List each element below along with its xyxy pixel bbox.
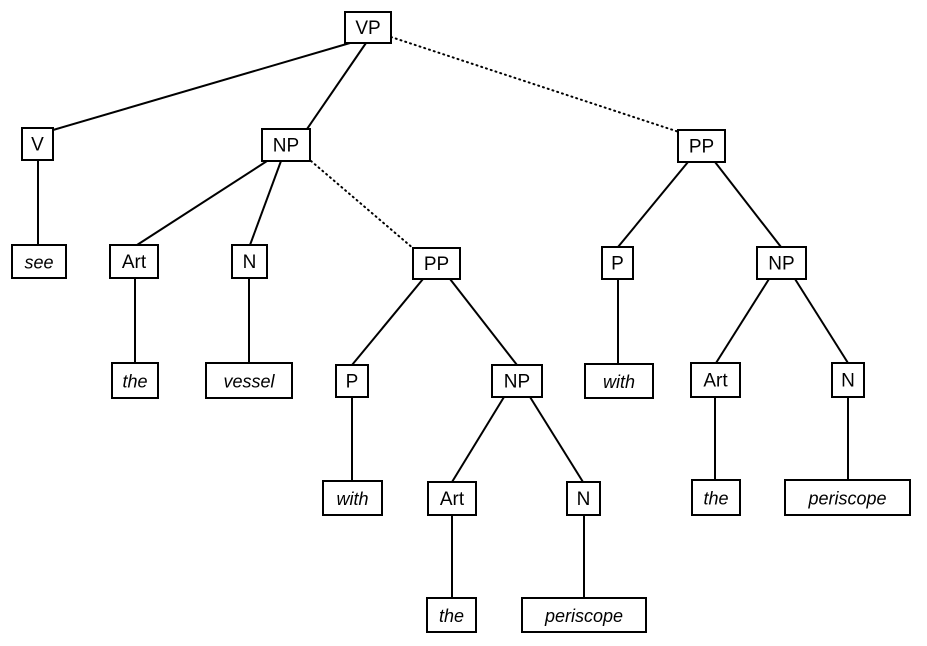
tree-node-n1[interactable]: N xyxy=(231,244,268,279)
tree-node-art_rgt[interactable]: Art xyxy=(690,362,741,398)
tree-node-the_mid[interactable]: the xyxy=(426,597,477,633)
node-box-the1 xyxy=(111,362,159,399)
tree-node-pp_mid[interactable]: PP xyxy=(412,247,461,280)
node-label-the_mid: the xyxy=(439,606,464,626)
node-box-np_right xyxy=(756,246,807,280)
node-label-v: V xyxy=(31,135,44,156)
tree-node-vp[interactable]: VP xyxy=(344,11,392,44)
tree-node-n_mid[interactable]: N xyxy=(566,481,601,516)
tree-edge-pp-rgt-np xyxy=(714,161,782,248)
node-box-peri_rgt xyxy=(784,479,911,516)
tree-node-peri_rgt[interactable]: periscope xyxy=(784,479,911,516)
tree-edge-pp-rgt-p xyxy=(617,161,689,248)
node-box-art1 xyxy=(109,244,159,279)
node-box-with_rgt xyxy=(584,363,654,399)
node-label-n_mid: N xyxy=(577,489,591,510)
node-box-np_mid xyxy=(491,364,543,398)
node-label-art1: Art xyxy=(122,252,147,273)
tree-edge-vp-v xyxy=(52,42,351,131)
tree-edge-np1-art1 xyxy=(136,160,268,246)
tree-node-p_right[interactable]: P xyxy=(601,246,634,280)
node-box-the_rgt xyxy=(691,479,741,516)
node-box-n1 xyxy=(231,244,268,279)
node-box-pp_mid xyxy=(412,247,461,280)
node-box-with_mid xyxy=(322,480,383,516)
node-label-np1: NP xyxy=(273,136,299,157)
node-label-peri_mid: periscope xyxy=(544,606,623,626)
tree-node-v[interactable]: V xyxy=(21,127,54,161)
node-label-pp_right: PP xyxy=(689,137,714,158)
tree-edge-np-rgt-art xyxy=(715,278,770,364)
node-label-art_mid: Art xyxy=(440,489,465,510)
node-box-v xyxy=(21,127,54,161)
tree-node-vessel[interactable]: vessel xyxy=(205,362,293,399)
node-label-np_right: NP xyxy=(768,254,794,275)
node-label-np_mid: NP xyxy=(504,372,530,393)
node-label-n1: N xyxy=(243,252,257,273)
edge-layer xyxy=(37,36,849,598)
tree-node-with_mid[interactable]: with xyxy=(322,480,383,516)
node-box-art_rgt xyxy=(690,362,741,398)
node-label-p_mid: P xyxy=(346,372,359,393)
node-label-peri_rgt: periscope xyxy=(807,489,886,509)
node-label-vp: VP xyxy=(355,18,380,39)
tree-edge-np-rgt-n xyxy=(794,278,849,364)
node-box-n_rgt xyxy=(831,362,865,398)
tree-node-the_rgt[interactable]: the xyxy=(691,479,741,516)
tree-edge-np1-n1 xyxy=(249,160,282,246)
tree-node-art1[interactable]: Art xyxy=(109,244,159,279)
tree-node-the1[interactable]: the xyxy=(111,362,159,399)
tree-edge-pp-mid-np xyxy=(449,278,518,366)
node-box-art_mid xyxy=(427,481,477,516)
tree-node-see[interactable]: see xyxy=(11,244,67,279)
node-label-pp_mid: PP xyxy=(424,254,449,275)
tree-edge-pp-mid-p xyxy=(351,278,424,366)
node-box-p_right xyxy=(601,246,634,280)
node-box-n_mid xyxy=(566,481,601,516)
node-box-p_mid xyxy=(335,364,369,398)
node-label-the1: the xyxy=(122,372,147,392)
tree-edge-np1-pp-mid xyxy=(310,160,415,250)
node-box-np1 xyxy=(261,128,311,162)
node-box-vessel xyxy=(205,362,293,399)
node-box-vp xyxy=(344,11,392,44)
node-box-pp_right xyxy=(677,129,726,163)
tree-node-with_rgt[interactable]: with xyxy=(584,363,654,399)
tree-node-np_mid[interactable]: NP xyxy=(491,364,543,398)
node-label-vessel: vessel xyxy=(223,372,275,392)
node-box-peri_mid xyxy=(521,597,647,633)
tree-edge-np-mid-art xyxy=(451,396,505,483)
tree-edge-vp-np1 xyxy=(306,42,367,130)
node-box-see xyxy=(11,244,67,279)
node-label-n_rgt: N xyxy=(841,371,855,392)
tree-node-art_mid[interactable]: Art xyxy=(427,481,477,516)
tree-edge-np-mid-n xyxy=(529,396,584,483)
tree-node-pp_right[interactable]: PP xyxy=(677,129,726,163)
tree-node-n_rgt[interactable]: N xyxy=(831,362,865,398)
tree-node-np_right[interactable]: NP xyxy=(756,246,807,280)
node-label-art_rgt: Art xyxy=(703,371,728,392)
tree-node-p_mid[interactable]: P xyxy=(335,364,369,398)
tree-node-np1[interactable]: NP xyxy=(261,128,311,162)
tree-edge-vp-pp-right xyxy=(390,36,680,133)
tree-node-peri_mid[interactable]: periscope xyxy=(521,597,647,633)
node-label-the_rgt: the xyxy=(703,489,728,509)
node-layer: VPVseeNPArttheNvesselPPPwithNPArttheNper… xyxy=(11,11,911,633)
node-label-with_rgt: with xyxy=(603,372,635,392)
node-label-with_mid: with xyxy=(336,489,368,509)
node-label-see: see xyxy=(24,253,53,273)
node-label-p_right: P xyxy=(611,254,624,275)
node-box-the_mid xyxy=(426,597,477,633)
